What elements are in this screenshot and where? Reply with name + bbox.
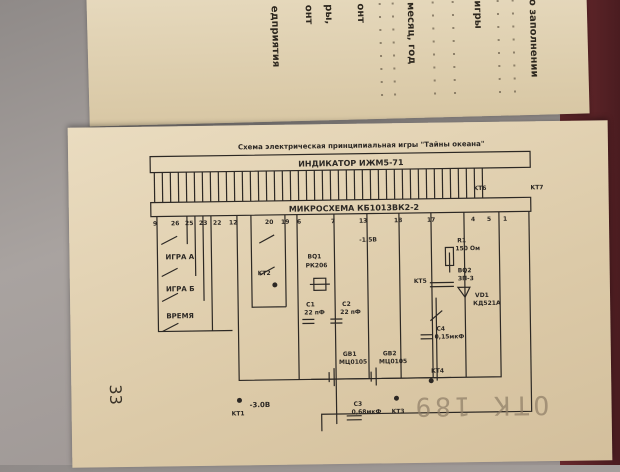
pin-label: 19 [281, 219, 289, 226]
bq1-label: BQ1 [307, 253, 321, 260]
bq2-value: ЗП-3 [458, 275, 474, 282]
bq1-value: РК206 [306, 262, 328, 269]
gb1-label: GB1 [343, 351, 357, 358]
top-line: игры [472, 0, 484, 29]
pin-label: 17 [427, 217, 435, 224]
indicator-label: ИНДИКАТОР ИЖМ5-71 [298, 158, 404, 168]
switch-label-time: ВРЕМЯ [166, 312, 194, 320]
schematic-title: Схема электрическая принципиальная игры … [238, 140, 485, 151]
pin-label: 7 [331, 218, 335, 225]
r1-value: 150 Ом [455, 245, 480, 252]
switch-label-game-b: ИГРА Б [166, 285, 195, 293]
pin-label: 4 [471, 216, 475, 223]
pin-label: 13 [359, 218, 367, 225]
voltage-label: -1.5В [359, 236, 377, 243]
kt7-label: KT7 [530, 184, 543, 191]
page-number: 33 [106, 384, 125, 405]
bottom-page: Схема электрическая принципиальная игры … [68, 120, 613, 468]
pin-label: 20 [265, 219, 273, 226]
pin-label: 22 [213, 220, 221, 227]
kt6-label: KT6 [473, 185, 486, 192]
perforated-stamp: ОТК 189 [411, 389, 549, 421]
c4-label: C4 [436, 326, 445, 333]
pin-label: 25 [185, 220, 193, 227]
vd1-value: КД521А [473, 300, 501, 307]
pin-label: 1 [503, 216, 507, 223]
top-line: месяц, год [405, 2, 418, 64]
c3-label: C3 [353, 401, 362, 408]
chip-label: МИКРОСХЕМА КБ1013ВК2-2 [289, 203, 419, 214]
pin-label: 5 [487, 216, 491, 223]
top-line: онт [303, 5, 315, 25]
kt1-label: KT1 [232, 410, 245, 417]
c1-value: 22 пФ [304, 309, 325, 316]
c1-label: C1 [306, 301, 315, 308]
test-point-kt2 [272, 282, 277, 287]
c2-value: 22 пФ [340, 309, 361, 316]
top-line: онт [355, 3, 367, 23]
pin-label: 18 [394, 217, 402, 224]
top-line: о заполнении [527, 0, 540, 78]
kt2-label: KT2 [258, 270, 271, 277]
top-page: о заполнении игры месяц, год онт ры, онт… [86, 0, 589, 127]
pin-label: 9 [153, 221, 157, 228]
test-point-kt4 [429, 378, 434, 383]
vd1-label: VD1 [475, 292, 489, 299]
pin-label: 6 [297, 219, 301, 226]
gb2-label: GB2 [383, 350, 397, 357]
pin-label: 23 [199, 220, 207, 227]
c3-value: 0,68мкФ [352, 408, 382, 415]
test-point-kt3 [394, 396, 399, 401]
gb2-value: МЦ0105 [379, 358, 407, 365]
kt4-label: KT4 [431, 368, 444, 375]
bq2-label: BQ2 [458, 267, 472, 274]
test-point-kt1 [237, 398, 242, 403]
top-line: ры, [323, 4, 335, 24]
r1-label: R1 [457, 237, 466, 244]
c4-value: 0,15мкФ [435, 333, 465, 340]
kt5-label: KT5 [414, 278, 427, 285]
switch-label-game-a: ИГРА А [165, 253, 194, 261]
gb1-value: МЦ0105 [339, 359, 367, 366]
top-line: едприятия [269, 6, 282, 68]
c2-label: C2 [342, 301, 351, 308]
kt3-label: KT3 [392, 408, 405, 415]
pin-label: 12 [229, 219, 237, 226]
voltage-label: -3.0В [249, 401, 270, 409]
pin-label: 26 [171, 220, 179, 227]
